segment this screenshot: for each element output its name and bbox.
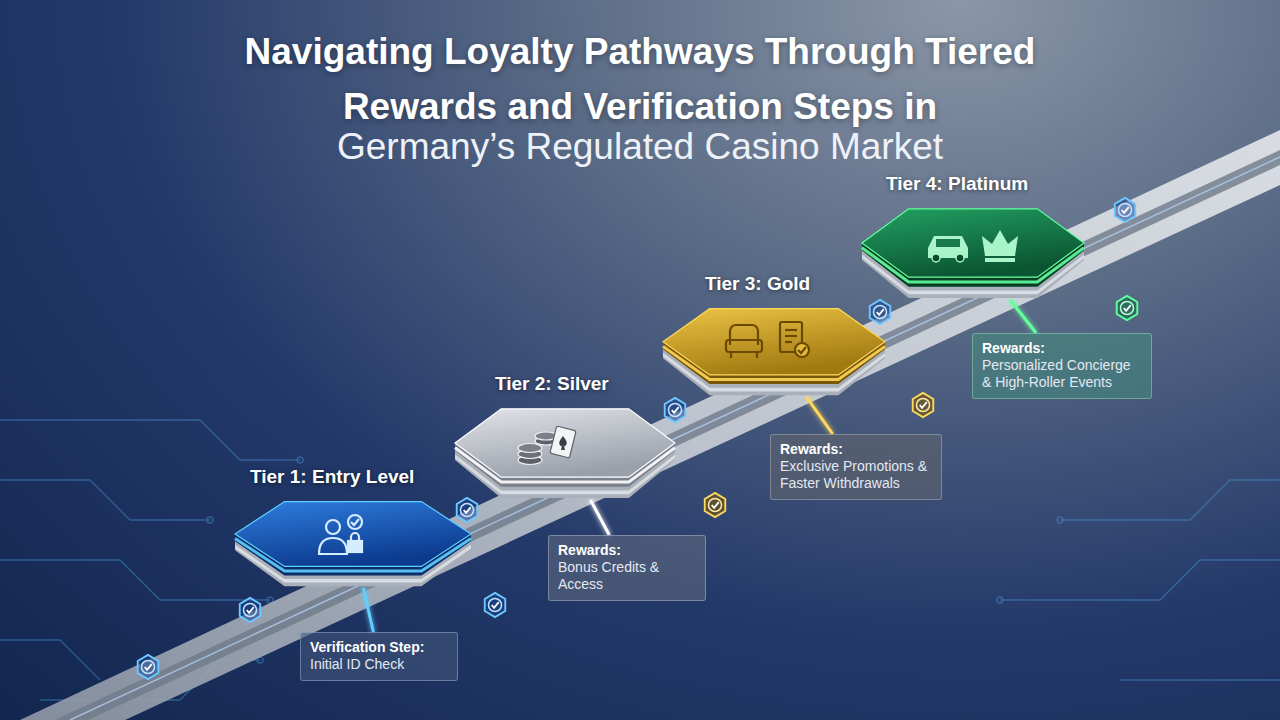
tier-heading: Tier 2: Silver xyxy=(495,373,609,395)
tier-platform: Tier 3: Gold xyxy=(663,305,885,397)
hexagon-platform xyxy=(663,305,885,397)
callout-heading: Verification Step: xyxy=(310,639,448,656)
tier-platform: Tier 4: Platinum xyxy=(862,205,1084,300)
vip-chair-document-icon xyxy=(726,322,809,358)
reward-callout: Rewards:Bonus Credits & Access xyxy=(548,535,706,601)
hexagon-platform xyxy=(455,405,675,500)
reward-callout: Rewards:Personalized Concierge & High-Ro… xyxy=(972,333,1152,399)
callout-body: Bonus Credits & Access xyxy=(558,559,696,593)
reward-callout: Rewards:Exclusive Promotions & Faster Wi… xyxy=(770,434,942,500)
title-subline: Germany’s Regulated Casino Market xyxy=(200,124,1080,170)
diagram-title: Navigating Loyalty Pathways Through Tier… xyxy=(200,24,1080,134)
callout-body: Initial ID Check xyxy=(310,656,448,673)
rail-track xyxy=(20,130,1280,720)
tier-heading: Tier 3: Gold xyxy=(705,273,810,295)
id-lock-icon xyxy=(319,515,362,554)
glow-connector xyxy=(1010,300,1036,333)
hexagon-platform xyxy=(235,498,471,588)
callout-body: Personalized Concierge & High-Roller Eve… xyxy=(982,357,1142,391)
tier-platform: Tier 2: Silver xyxy=(455,405,675,500)
tier-heading: Tier 4: Platinum xyxy=(886,173,1028,195)
tier-platform: Tier 1: Entry Level xyxy=(235,498,471,588)
reward-callout: Verification Step:Initial ID Check xyxy=(300,632,458,681)
check-badges xyxy=(138,198,1138,679)
chips-card-icon xyxy=(518,426,576,465)
tier-heading: Tier 1: Entry Level xyxy=(250,466,414,488)
glow-connector xyxy=(363,588,373,632)
callout-heading: Rewards: xyxy=(780,441,932,458)
car-crown-icon xyxy=(928,230,1018,262)
glow-connector xyxy=(590,500,609,535)
hexagon-platform xyxy=(862,205,1084,300)
callout-body: Exclusive Promotions & Faster Withdrawal… xyxy=(780,458,932,492)
callout-heading: Rewards: xyxy=(558,542,696,559)
glow-connector xyxy=(807,397,833,434)
callout-heading: Rewards: xyxy=(982,340,1142,357)
